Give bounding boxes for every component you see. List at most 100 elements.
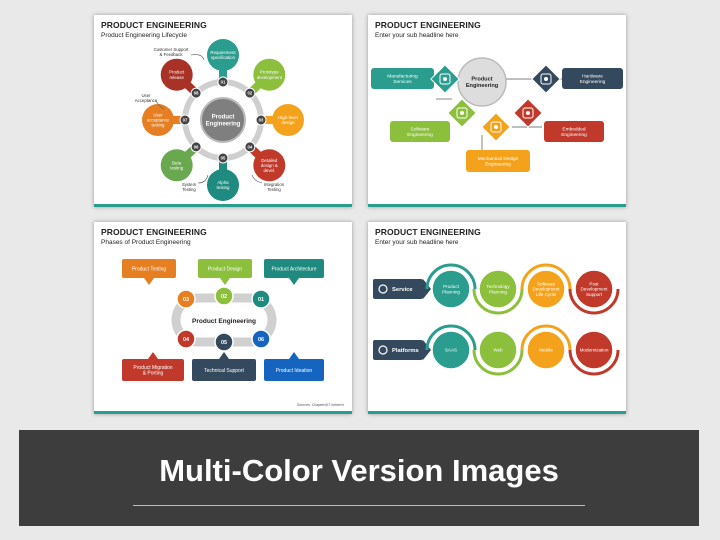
slide-thumbnail-3[interactable]: PRODUCT ENGINEERING Phases of Product En…: [94, 222, 352, 414]
center-label: Product: [212, 115, 235, 121]
callout-pointer: [148, 352, 158, 359]
stage-label: design: [282, 120, 295, 125]
settings-screen-icon: [456, 107, 468, 119]
stage-number: 05: [221, 156, 226, 161]
step-label: SAAS: [445, 348, 457, 353]
area-label: Engineering: [407, 132, 433, 138]
phase-callout: [122, 259, 176, 278]
version-banner: Multi-Color Version Images: [19, 430, 699, 526]
stage-label: testing: [152, 123, 165, 128]
phase-number-circle: [176, 289, 196, 309]
area-box: [390, 121, 450, 142]
stage-label: Beta: [172, 160, 182, 165]
phase-label: Product Ideation: [276, 368, 313, 374]
stage-label: Requirement: [210, 50, 236, 55]
annotation-label: Testing: [267, 187, 281, 192]
step-label: Product: [443, 284, 460, 289]
stage-circle: [207, 39, 239, 71]
phase-callout: [198, 259, 252, 278]
slide-thumbnail-1[interactable]: PRODUCT ENGINEERING Product Engineering …: [94, 15, 352, 207]
slide-title: PRODUCT ENGINEERING: [101, 20, 207, 30]
stage-number: 03: [259, 118, 264, 123]
callout-pointer: [220, 278, 230, 285]
center-circle: [200, 97, 246, 143]
annotation-label: Testing: [182, 187, 196, 192]
step-label: Development: [532, 287, 560, 292]
area-box: [562, 68, 623, 89]
stage-label: Alpha: [217, 180, 229, 185]
callout-pointer: [144, 278, 154, 285]
icon-dot: [460, 111, 464, 115]
phase-number-circle: [214, 286, 234, 306]
stage-number-dot: [217, 152, 229, 164]
slide-title: PRODUCT ENGINEERING: [375, 227, 481, 237]
row-tag-label: Platforms: [392, 348, 419, 354]
phase-number-circle: [251, 329, 271, 349]
step-label: Planning: [442, 289, 460, 294]
stage-label: devel.: [263, 168, 275, 173]
stage-label: design &: [261, 163, 278, 168]
slide-accent-bar: [368, 411, 626, 414]
stage-circle: [160, 149, 193, 182]
slide-subtitle: Enter your sub headline here: [375, 239, 459, 246]
step-circle: [431, 330, 471, 370]
phase-label: & Porting: [143, 371, 164, 377]
annotation-label: User: [141, 93, 151, 98]
area-box: [371, 68, 434, 89]
slide-accent-bar: [94, 411, 352, 414]
stage-number-dot: [255, 114, 267, 126]
slide-thumbnail-2[interactable]: PRODUCT ENGINEERING Enter your sub headl…: [368, 15, 626, 207]
step-label: Modernization: [580, 348, 609, 353]
area-label: Services: [393, 79, 412, 85]
step-label: Mobile: [539, 348, 553, 353]
annotation-label: System: [182, 182, 197, 187]
flow-arc: [520, 263, 572, 290]
phase-number: 02: [221, 294, 227, 300]
center-label: Product: [471, 77, 492, 83]
slide-accent-bar: [368, 204, 626, 207]
stage-number: 01: [221, 80, 226, 85]
slide-subtitle: Phases of Product Engineering: [101, 239, 191, 246]
phase-number-circle: [214, 332, 234, 352]
chip-icon: [540, 73, 552, 85]
stage-number-dot: [190, 87, 202, 99]
slide-thumbnail-4[interactable]: PRODUCT ENGINEERING Enter your sub headl…: [368, 222, 626, 414]
stage-circle: [207, 169, 239, 201]
center-circle: [457, 57, 507, 107]
stage-number-dot: [244, 87, 256, 99]
area-label: Software: [411, 126, 430, 132]
area-label: Hardware: [582, 73, 603, 79]
callout-pointer: [219, 352, 229, 359]
slide-accent-bar: [94, 204, 352, 207]
slide-title: PRODUCT ENGINEERING: [101, 227, 207, 237]
area-label: Engineering: [580, 79, 606, 85]
network-icon: [378, 345, 388, 355]
icon-dot: [494, 125, 498, 129]
slide-title: PRODUCT ENGINEERING: [375, 20, 481, 30]
step-label: Technology: [486, 284, 510, 289]
area-label: Engineering: [561, 132, 587, 138]
step-label: Software: [537, 281, 556, 286]
callout-pointer: [289, 278, 299, 285]
row-tag: [373, 340, 423, 360]
flow-arc: [520, 324, 572, 351]
step-circle: [478, 330, 518, 370]
step-label: Web: [493, 348, 503, 353]
stage-circle: [253, 149, 286, 182]
center-label: Engineering: [206, 122, 241, 128]
circuit-icon: [490, 121, 502, 133]
phase-label: Product Architecture: [271, 266, 316, 272]
gear-hand-icon: [522, 107, 534, 119]
stage-number-dot: [244, 141, 256, 153]
phase-number: 04: [183, 337, 190, 343]
phase-callout: [192, 359, 256, 381]
phase-number: 06: [258, 337, 264, 343]
stage-circle: [142, 104, 174, 136]
flow-arc: [425, 324, 477, 351]
phase-number-circle: [251, 289, 271, 309]
area-box: [466, 150, 530, 172]
stage-label: specification: [211, 55, 236, 60]
area-box: [544, 121, 604, 142]
step-circle: [526, 269, 566, 309]
